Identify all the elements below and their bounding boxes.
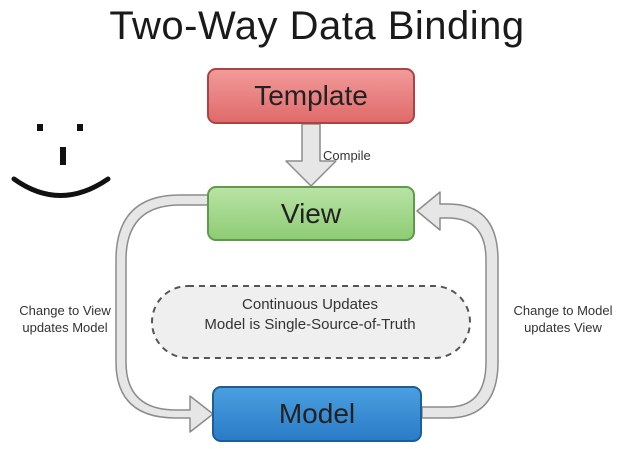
center-capsule-text: Continuous Updates Model is Single-Sourc… [160, 295, 460, 335]
model-label: Model [278, 398, 356, 429]
center-line1: Continuous Updates [242, 296, 378, 313]
view-label: View [280, 197, 342, 229]
compile-label: Compile [323, 148, 371, 163]
page-title: Two-Way Data Binding [109, 4, 525, 48]
right-loop-arrow [416, 191, 499, 419]
left-arrow-label: Change to View updates Model [0, 302, 130, 336]
left-label-line1: Change to View [19, 303, 111, 318]
smiley-icon [11, 124, 111, 198]
right-arrow-label: Change to Model updates View [492, 302, 634, 336]
left-label-line2: updates Model [22, 320, 108, 335]
template-label: Template [254, 80, 368, 111]
center-line2: Model is Single-Source-of-Truth [204, 316, 416, 333]
left-loop-arrow [115, 194, 214, 433]
right-label-line2: updates View [524, 320, 602, 335]
right-label-line1: Change to Model [513, 303, 613, 318]
model-box: Model [212, 386, 422, 442]
view-box: View [207, 186, 415, 241]
compile-arrow [285, 123, 337, 187]
center-capsule [151, 285, 471, 359]
template-box: Template [207, 68, 415, 124]
